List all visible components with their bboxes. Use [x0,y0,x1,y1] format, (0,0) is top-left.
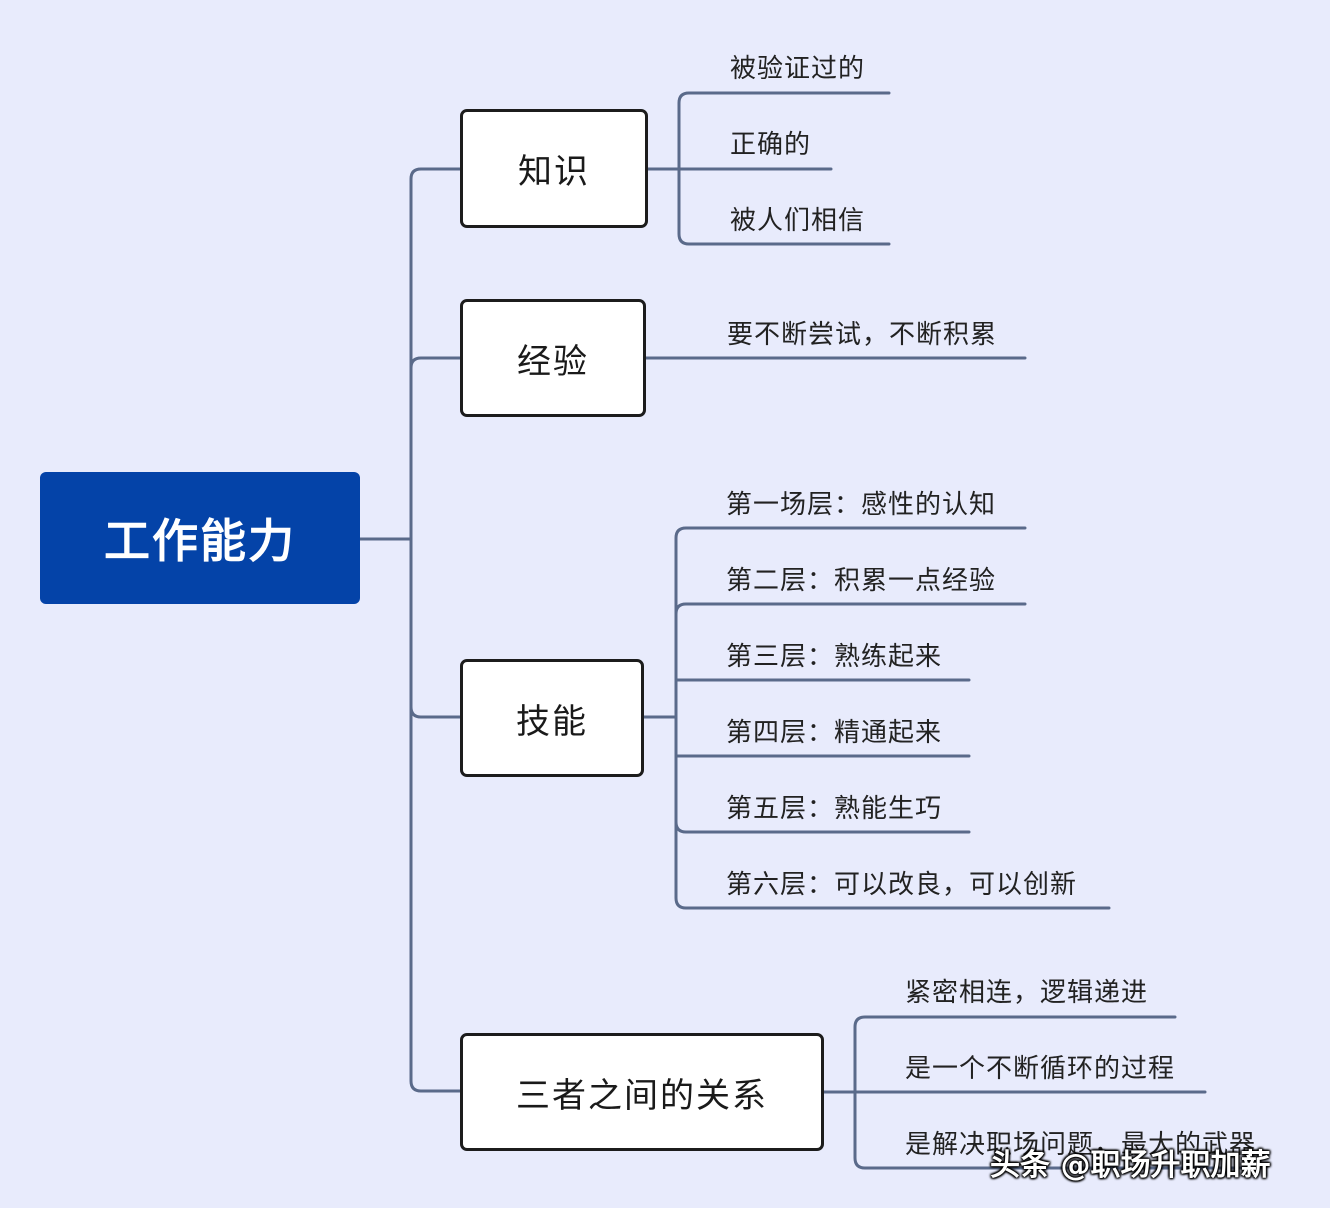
branch3-leaf-line-2 [674,602,1027,616]
watermark: 头条 @职场升职加薪 [990,1148,1271,1183]
leaf-item[interactable]: 要不断尝试，不断积累 [727,320,998,350]
leaf-item[interactable]: 是一个不断循环的过程 [905,1054,1176,1084]
branch-connector-3 [409,705,462,719]
leaf-item[interactable]: 正确的 [730,130,812,160]
root-node[interactable]: 工作能力 [40,472,360,604]
branch-node-knowledge[interactable]: 知识 [460,109,648,228]
trunk-connector [409,167,462,1093]
branch-node-skill[interactable]: 技能 [460,659,644,777]
leaf-item[interactable]: 被验证过的 [730,54,866,84]
leaf-item[interactable]: 第五层：熟能生巧 [726,794,943,824]
leaf-item[interactable]: 被人们相信 [730,206,866,236]
branch-node-experience[interactable]: 经验 [460,299,646,417]
branch-label: 技能 [516,701,588,742]
leaf-item[interactable]: 第三层：熟练起来 [726,642,943,672]
branch3-bracket [674,526,1111,910]
branch-node-relationship[interactable]: 三者之间的关系 [460,1033,824,1151]
leaf-item[interactable]: 紧密相连，逻辑递进 [905,978,1149,1008]
branch-label: 知识 [518,152,590,192]
branch3-leaf-line-5 [674,820,971,834]
root-label: 工作能力 [104,514,296,568]
leaf-item[interactable]: 是解决职场问题，最大的武器 [905,1130,1257,1160]
branch-connector-2 [409,356,462,370]
leaf-item[interactable]: 第二层：积累一点经验 [726,566,997,596]
leaf-item[interactable]: 第一场层：感性的认知 [726,490,997,520]
leaf-item[interactable]: 第四层：精通起来 [726,718,943,748]
branch-label: 三者之间的关系 [516,1075,768,1116]
branch-label: 经验 [517,341,589,382]
leaf-item[interactable]: 第六层：可以改良，可以创新 [726,870,1078,900]
